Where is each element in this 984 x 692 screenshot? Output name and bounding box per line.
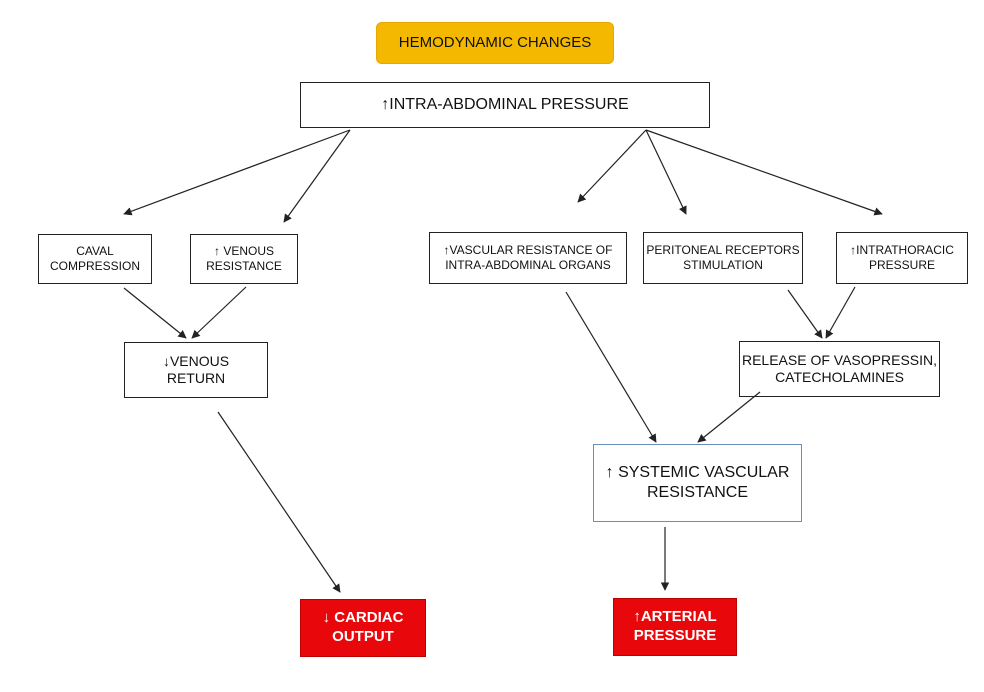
arrow-venous-return-to-cardiac-output [217, 411, 341, 593]
arrow-iap-to-venous-resistance [283, 129, 351, 223]
node-vascular-resistance-organs: ↑VASCULAR RESISTANCE OF INTRA-ABDOMINAL … [429, 232, 627, 284]
arrow-iap-to-peritoneal [645, 129, 687, 215]
arrow-caval-to-venous-return [123, 287, 187, 339]
node-systemic-vascular-resistance: ↑ SYSTEMIC VASCULAR RESISTANCE [593, 444, 802, 522]
outcome-cardiac-output: ↓ CARDIAC OUTPUT [300, 599, 426, 657]
arrow-vasopressin-to-svr [697, 391, 761, 443]
arrow-intrathoracic-to-vasopressin [825, 286, 856, 339]
arrow-iap-to-caval [123, 129, 351, 216]
outcome-arterial-pressure: ↑ARTERIAL PRESSURE [613, 598, 737, 656]
node-intrathoracic-pressure: ↑INTRATHORACIC PRESSURE [836, 232, 968, 284]
arrow-peritoneal-to-vasopressin [787, 289, 823, 339]
arrow-iap-to-intrathoracic [645, 129, 883, 216]
node-intra-abdominal-pressure: ↑INTRA-ABDOMINAL PRESSURE [300, 82, 710, 128]
arrow-iap-to-vascular-resistance [577, 129, 647, 203]
node-peritoneal-receptors: PERITONEAL RECEPTORS STIMULATION [643, 232, 803, 284]
node-vasopressin-release: RELEASE OF VASOPRESSIN, CATECHOLAMINES [739, 341, 940, 397]
node-caval-compression: CAVAL COMPRESSION [38, 234, 152, 284]
node-venous-resistance: ↑ VENOUS RESISTANCE [190, 234, 298, 284]
diagram-title: HEMODYNAMIC CHANGES [376, 22, 614, 64]
arrow-vascular-resistance-to-svr [565, 291, 657, 443]
node-venous-return: ↓VENOUS RETURN [124, 342, 268, 398]
arrow-venous-resistance-to-venous-return [191, 286, 247, 339]
